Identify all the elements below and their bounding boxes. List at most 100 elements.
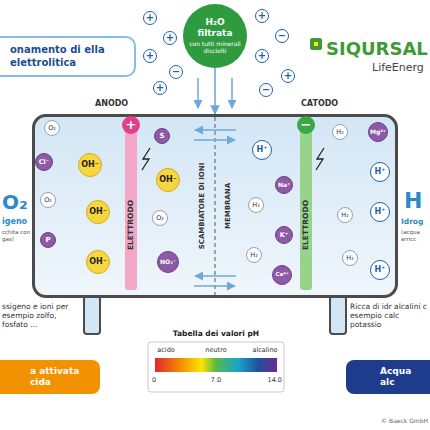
node-text: H₂ bbox=[341, 212, 349, 219]
node-text: + bbox=[156, 83, 164, 93]
water-ion: + bbox=[255, 49, 269, 63]
ph-scale-label: acido bbox=[150, 347, 182, 355]
water-ion: + bbox=[255, 9, 269, 23]
node-text: − bbox=[297, 116, 315, 134]
oxygen-subtitle: igeno bbox=[2, 217, 32, 227]
node-text: + bbox=[166, 33, 174, 43]
ion-flow-arrow bbox=[194, 285, 235, 287]
ion-circle: H₂ bbox=[248, 197, 264, 213]
electrode-bar: −ELETTRODO bbox=[300, 120, 312, 290]
ion-circle: Ca²⁺ bbox=[272, 265, 292, 285]
ion-circle: Na⁺ bbox=[275, 176, 293, 194]
anode-description: ssigeno e ioni per esempio zolfo, fosfat… bbox=[2, 302, 82, 329]
water-flow-arrow bbox=[231, 78, 233, 108]
lightning-symbol bbox=[142, 148, 150, 170]
ion-circle: O₂ bbox=[40, 192, 56, 208]
ion-circle: H⁺ bbox=[370, 202, 390, 222]
water-ion: − bbox=[259, 83, 273, 97]
water-ion: + bbox=[153, 81, 167, 95]
electrode-bar: +ELETTRODO bbox=[125, 120, 137, 290]
water-ion: + bbox=[143, 49, 157, 63]
node-text: P bbox=[45, 237, 50, 244]
ion-circle: H₂ bbox=[342, 250, 358, 266]
ph-scale-label: alcalino bbox=[246, 347, 284, 355]
ion-circle: H₂ bbox=[332, 124, 348, 140]
cathode-description: Ricca di idr alcalini c esempio calc pot… bbox=[350, 302, 428, 329]
water-ion: + bbox=[163, 31, 177, 45]
copyright-note: © Baeck GmbH bbox=[344, 417, 428, 424]
node-text: O₂ bbox=[156, 215, 164, 222]
logo-mark bbox=[314, 42, 318, 46]
cell-fill bbox=[33, 115, 397, 297]
node-text: ANODO bbox=[95, 100, 128, 108]
node-text: H₂O filtrata bbox=[189, 17, 241, 39]
membrane-line bbox=[214, 117, 216, 295]
node-text: con tutti minerali disciolti bbox=[189, 41, 241, 55]
node-text: Na⁺ bbox=[278, 182, 290, 188]
water-flow-arrow bbox=[197, 78, 199, 108]
alkaline-water-button: Acqua alc bbox=[346, 360, 430, 394]
electrolytic-cell: ANODOCATODO+ELETTRODOSCAMBIATORE DI IONI… bbox=[32, 114, 398, 298]
ph-value: 14.0 bbox=[262, 377, 282, 385]
ph-table-title: Tabella dei valori pH bbox=[148, 329, 284, 338]
ion-circle: Cl⁻ bbox=[35, 153, 53, 171]
ion-circle: H₂ bbox=[337, 207, 353, 223]
node-text: + bbox=[146, 13, 154, 23]
lightning-symbol bbox=[316, 148, 324, 170]
water-drop-circle: H₂O filtrata con tutti minerali disciolti bbox=[183, 4, 247, 68]
ph-scale-label: neutro bbox=[199, 347, 233, 355]
hydrogen-subtitle: Idrog bbox=[401, 217, 430, 226]
ph-color-bar bbox=[155, 358, 277, 372]
node-text: OH⁻ bbox=[89, 208, 107, 216]
water-ion: − bbox=[169, 65, 183, 79]
node-text: K⁺ bbox=[280, 232, 288, 239]
node-text: CATODO bbox=[301, 100, 338, 108]
ion-circle: H⁺ bbox=[370, 260, 390, 280]
node-text: O₂ bbox=[44, 197, 52, 204]
ion-exchange-membrane: SCAMBIATORE DI IONI MEMBRANA bbox=[190, 118, 240, 294]
node-text: H₂ bbox=[250, 252, 258, 259]
ph-value: 7.0 bbox=[204, 377, 228, 385]
ion-circle: OH⁻ bbox=[86, 200, 110, 224]
node-text: H₂ bbox=[346, 255, 354, 262]
flow-connector bbox=[214, 68, 216, 114]
node-text: OH⁻ bbox=[89, 258, 107, 266]
ion-flow-arrow bbox=[195, 129, 236, 131]
node-text: − bbox=[172, 67, 180, 77]
node-text: H⁺ bbox=[375, 266, 386, 274]
node-text: SCAMBIATORE DI IONI bbox=[199, 163, 206, 250]
node-text: O₂ bbox=[48, 125, 56, 132]
ion-circle: NO₃⁻ bbox=[157, 251, 179, 273]
ion-circle: H₂ bbox=[246, 247, 262, 263]
node-text: H₂ bbox=[336, 129, 344, 136]
node-text: H⁺ bbox=[257, 146, 268, 154]
node-text: onamento di ella elettrolitica bbox=[10, 44, 126, 69]
node-text: OH⁻ bbox=[81, 161, 99, 169]
ion-circle: OH⁻ bbox=[78, 153, 102, 177]
oxygen-heading: O₂ bbox=[2, 190, 32, 214]
water-ion: + bbox=[281, 69, 295, 83]
node-text: ELETTRODO bbox=[127, 200, 135, 250]
ion-circle: OH⁻ bbox=[86, 250, 110, 274]
node-text: + bbox=[146, 51, 154, 61]
ion-circle: S bbox=[154, 128, 170, 144]
ion-circle: H⁺ bbox=[252, 140, 272, 160]
oxygen-note: cchita con gas) bbox=[2, 229, 32, 242]
node-text: H⁺ bbox=[375, 168, 386, 176]
node-text: + bbox=[258, 11, 266, 21]
ph-value: 0 bbox=[152, 377, 162, 385]
node-text: + bbox=[284, 71, 292, 81]
ion-circle: K⁺ bbox=[275, 226, 293, 244]
node-text: a attivata cida bbox=[30, 366, 94, 388]
node-text: MEMBRANA bbox=[225, 183, 232, 229]
water-ion: − bbox=[275, 29, 289, 43]
node-text: H₂ bbox=[252, 202, 260, 209]
water-ion: + bbox=[143, 11, 157, 25]
ion-circle: O₂ bbox=[44, 120, 60, 136]
ph-table-frame bbox=[148, 342, 284, 392]
node-text: − bbox=[278, 31, 286, 41]
ion-circle: H⁺ bbox=[370, 162, 390, 182]
node-text: Mg²⁺ bbox=[370, 129, 386, 135]
node-text: S bbox=[159, 133, 164, 140]
title-box: onamento di ella elettrolitica bbox=[0, 36, 136, 77]
